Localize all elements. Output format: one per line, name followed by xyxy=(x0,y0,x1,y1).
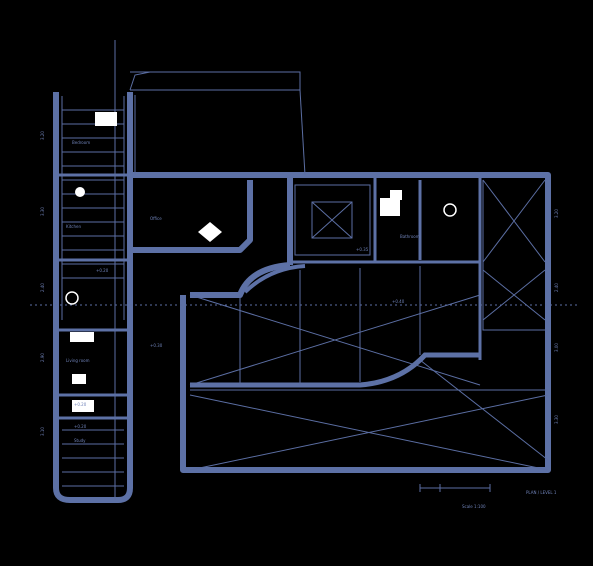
room-left-top-label: Bedroom xyxy=(72,140,90,145)
level-left-low-label: +0.20 xyxy=(74,402,87,407)
level-hall-label: +0.30 xyxy=(150,343,163,348)
interior-walls xyxy=(56,173,482,420)
dimension-right: 3.20 xyxy=(554,209,559,218)
level-center-label: +0.40 xyxy=(392,299,405,304)
dimension-right: 2.40 xyxy=(554,283,559,292)
scale-note: Scale 1:100 xyxy=(462,504,486,509)
dimension-right: 3.30 xyxy=(554,415,559,424)
room-left-lower-label: Study xyxy=(74,438,86,443)
dimension-left: 3.10 xyxy=(40,427,45,436)
plan-lines xyxy=(30,40,580,500)
furniture xyxy=(65,112,457,412)
dimension-left: 3.30 xyxy=(40,207,45,216)
level-left-label: +0.20 xyxy=(96,268,109,273)
dimension-left: 2.90 xyxy=(40,353,45,362)
dimension-left: 3.20 xyxy=(40,131,45,140)
room-right-top-label: Bathroom xyxy=(400,234,420,239)
dimension-left: 2.40 xyxy=(40,283,45,292)
room-office-label: Office xyxy=(150,216,162,221)
level-left-bottom-label: +0.20 xyxy=(74,424,87,429)
level-stair-label: +0.35 xyxy=(356,247,369,252)
room-left-bottom-label: Living room xyxy=(66,358,90,363)
north-note: PLAN / LEVEL 1 xyxy=(526,490,557,495)
room-left-mid-label: Kitchen xyxy=(66,224,81,229)
walls xyxy=(53,92,551,503)
dimension-right: 3.00 xyxy=(554,343,559,352)
